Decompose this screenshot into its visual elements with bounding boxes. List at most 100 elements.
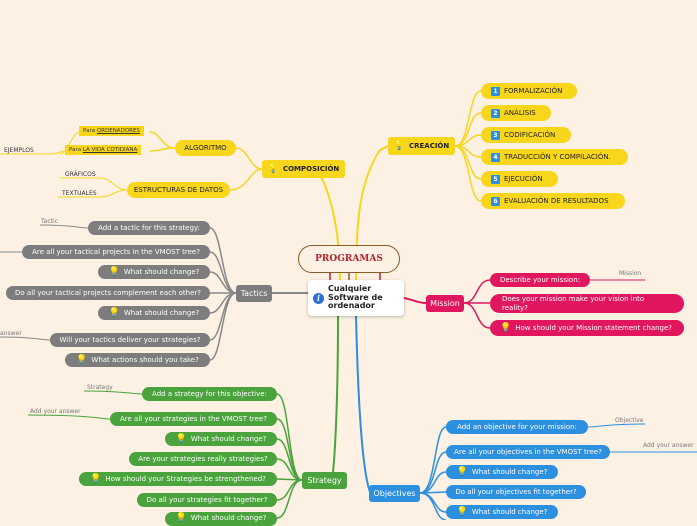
mission-item-describe[interactable]: Describe your mission:	[490, 273, 590, 287]
number-5-icon: 5	[491, 174, 500, 184]
lightbulb-icon: 💡	[108, 266, 120, 277]
lightbulb-icon: 💡	[175, 513, 187, 523]
add-answer-sublabel[interactable]: Add your answer	[30, 408, 81, 415]
tactics-item-add[interactable]: Add a tactic for this strategy:	[88, 221, 210, 235]
tactics-item-deliver[interactable]: Will your tactics deliver your strategie…	[50, 333, 210, 347]
number-3-icon: 3	[491, 130, 500, 140]
programas-title-text: PROGRAMAS	[315, 254, 383, 264]
lightbulb-icon: 💡	[267, 163, 279, 174]
lightbulb-icon: 💡	[90, 473, 102, 484]
algoritmo-label: ALGORITMO	[184, 144, 227, 152]
strategy-item-label: Are all your strategies in the VMOST tre…	[120, 415, 267, 423]
estructuras-label: ESTRUCTURAS DE DATOS	[133, 186, 224, 194]
creacion-item-6[interactable]: 6 EVALUACIÓN DE RESULTADOS	[481, 193, 625, 209]
tactics-item-actions[interactable]: 💡What actions should you take?	[65, 353, 210, 367]
creacion-item-5[interactable]: 5 EJECUCIÓN	[481, 171, 558, 187]
creacion-item-label: FORMALIZACIÓN	[504, 87, 563, 95]
algoritmo-node[interactable]: ALGORITMO	[175, 140, 236, 156]
strategy-item-add[interactable]: Add a strategy for this objective:	[142, 387, 277, 401]
creacion-item-label: EVALUACIÓN DE RESULTADOS	[504, 197, 609, 205]
tactics-item-vmost[interactable]: Are all your tactical projects in the VM…	[22, 245, 210, 259]
vida-cotidiana-link[interactable]: LA VIDA COTIDIANA	[82, 147, 138, 153]
objectives-item-change-1[interactable]: 💡What should change?	[446, 465, 558, 479]
strategy-item-label: Are your strategies really strategies?	[138, 455, 268, 463]
mission-node[interactable]: Mission	[426, 295, 464, 312]
number-4-icon: 4	[491, 152, 500, 162]
answer-sublabel[interactable]: answer	[0, 330, 22, 337]
objectives-item-change-2[interactable]: 💡What should change?	[446, 505, 558, 519]
info-icon: i	[313, 292, 324, 304]
tactics-item-change-1[interactable]: 💡What should change?	[98, 265, 210, 279]
objectives-item-label: Do all your objectives fit together?	[455, 488, 577, 496]
tactic-sublabel[interactable]: Tactic	[41, 218, 58, 225]
objectives-item-label: Add an objective for your mission:	[457, 423, 577, 431]
strategy-item-fit[interactable]: Do all your strategies fit together?	[137, 493, 277, 507]
strategy-item-really[interactable]: Are your strategies really strategies?	[129, 452, 277, 466]
strategy-sublabel[interactable]: Strategy	[87, 384, 113, 391]
objectives-item-label: What should change?	[471, 508, 548, 516]
para-ordenadores-tag[interactable]: Para ORDENADORES	[79, 126, 144, 136]
creacion-node[interactable]: 💡 CREACIÓN	[388, 137, 455, 155]
ejemplos-label[interactable]: EJEMPLOS	[4, 147, 34, 154]
central-topic[interactable]: i Cualquier Software de ordenador	[308, 280, 404, 316]
add-answer-sublabel[interactable]: Add your answer	[643, 442, 694, 449]
tactics-item-label: Are all your tactical projects in the VM…	[32, 248, 200, 256]
strategy-item-vmost[interactable]: Are all your strategies in the VMOST tre…	[110, 412, 277, 426]
tactics-label: Tactics	[240, 289, 268, 298]
lightbulb-icon: 💡	[500, 322, 512, 333]
objectives-item-add[interactable]: Add an objective for your mission:	[446, 420, 588, 434]
tactics-item-label: What should change?	[123, 309, 200, 317]
number-2-icon: 2	[491, 108, 500, 118]
mission-sublabel[interactable]: Mission	[619, 270, 642, 277]
lightbulb-icon: 💡	[393, 140, 405, 151]
tactics-item-label: Will your tactics deliver your strategie…	[59, 336, 201, 344]
objectives-item-label: Are all your objectives in the VMOST tre…	[454, 448, 602, 456]
ordenadores-link[interactable]: ORDENADORES	[96, 128, 140, 134]
tactics-node[interactable]: Tactics	[236, 285, 272, 302]
mission-label: Mission	[430, 299, 460, 308]
mission-item-change[interactable]: 💡How should your Mission statement chang…	[490, 320, 684, 336]
objectives-label: Objectives	[373, 489, 416, 498]
creacion-item-label: CODIFICACIÓN	[504, 131, 556, 139]
lightbulb-icon: 💡	[76, 354, 88, 365]
strategy-node[interactable]: Strategy	[302, 472, 347, 489]
tactics-item-label: What should change?	[123, 268, 200, 276]
creacion-item-4[interactable]: 4 TRADUCCIÓN Y COMPILACIÓN.	[481, 149, 628, 165]
mission-item-label: Describe your mission:	[499, 276, 581, 284]
para-prefix: Para	[83, 128, 96, 134]
creacion-item-label: ANÁLISIS	[504, 109, 536, 117]
objectives-item-fit[interactable]: Do all your objectives fit together?	[446, 485, 586, 499]
strategy-item-change-2[interactable]: 💡What should change?	[165, 512, 277, 526]
lightbulb-icon: 💡	[456, 506, 468, 517]
graficos-label[interactable]: GRÁFICOS	[65, 171, 96, 178]
lightbulb-icon: 💡	[175, 433, 187, 444]
mission-item-label: How should your Mission statement change…	[515, 324, 673, 332]
creacion-label: CREACIÓN	[408, 142, 450, 150]
creacion-item-label: EJECUCIÓN	[504, 175, 543, 183]
tactics-item-complement[interactable]: Do all your tactical projects complement…	[6, 286, 210, 300]
textuales-label[interactable]: TEXTUALES	[62, 190, 97, 197]
objective-sublabel[interactable]: Objective	[615, 417, 644, 424]
estructuras-node[interactable]: ESTRUCTURAS DE DATOS	[127, 182, 230, 198]
creacion-item-1[interactable]: 1 FORMALIZACIÓN	[481, 83, 577, 99]
mission-item-reality[interactable]: Does your mission make your vision into …	[490, 294, 684, 313]
composicion-label: COMPOSICIÓN	[282, 165, 340, 173]
tactics-item-change-2[interactable]: 💡What should change?	[98, 306, 210, 320]
tactics-item-label: Do all your tactical projects complement…	[15, 289, 201, 297]
objectives-node[interactable]: Objectives	[369, 485, 420, 502]
creacion-item-3[interactable]: 3 CODIFICACIÓN	[481, 127, 571, 143]
number-1-icon: 1	[491, 86, 500, 96]
strategy-item-label: How should your Strategies be strengthen…	[105, 475, 266, 483]
strategy-item-label: What should change?	[190, 514, 267, 522]
lightbulb-icon: 💡	[456, 466, 468, 477]
strategy-item-strengthened[interactable]: 💡How should your Strategies be strengthe…	[79, 472, 277, 486]
objectives-item-vmost[interactable]: Are all your objectives in the VMOST tre…	[446, 445, 610, 459]
programas-title[interactable]: PROGRAMAS	[298, 245, 400, 273]
creacion-item-2[interactable]: 2 ANÁLISIS	[481, 105, 551, 121]
strategy-item-change-1[interactable]: 💡What should change?	[165, 432, 277, 446]
composicion-node[interactable]: 💡 COMPOSICIÓN	[262, 160, 345, 178]
tactics-item-label: What actions should you take?	[91, 356, 199, 364]
strategy-item-label: What should change?	[190, 435, 267, 443]
para-vida-cotidiana-tag[interactable]: Para LA VIDA COTIDIANA	[65, 145, 142, 155]
